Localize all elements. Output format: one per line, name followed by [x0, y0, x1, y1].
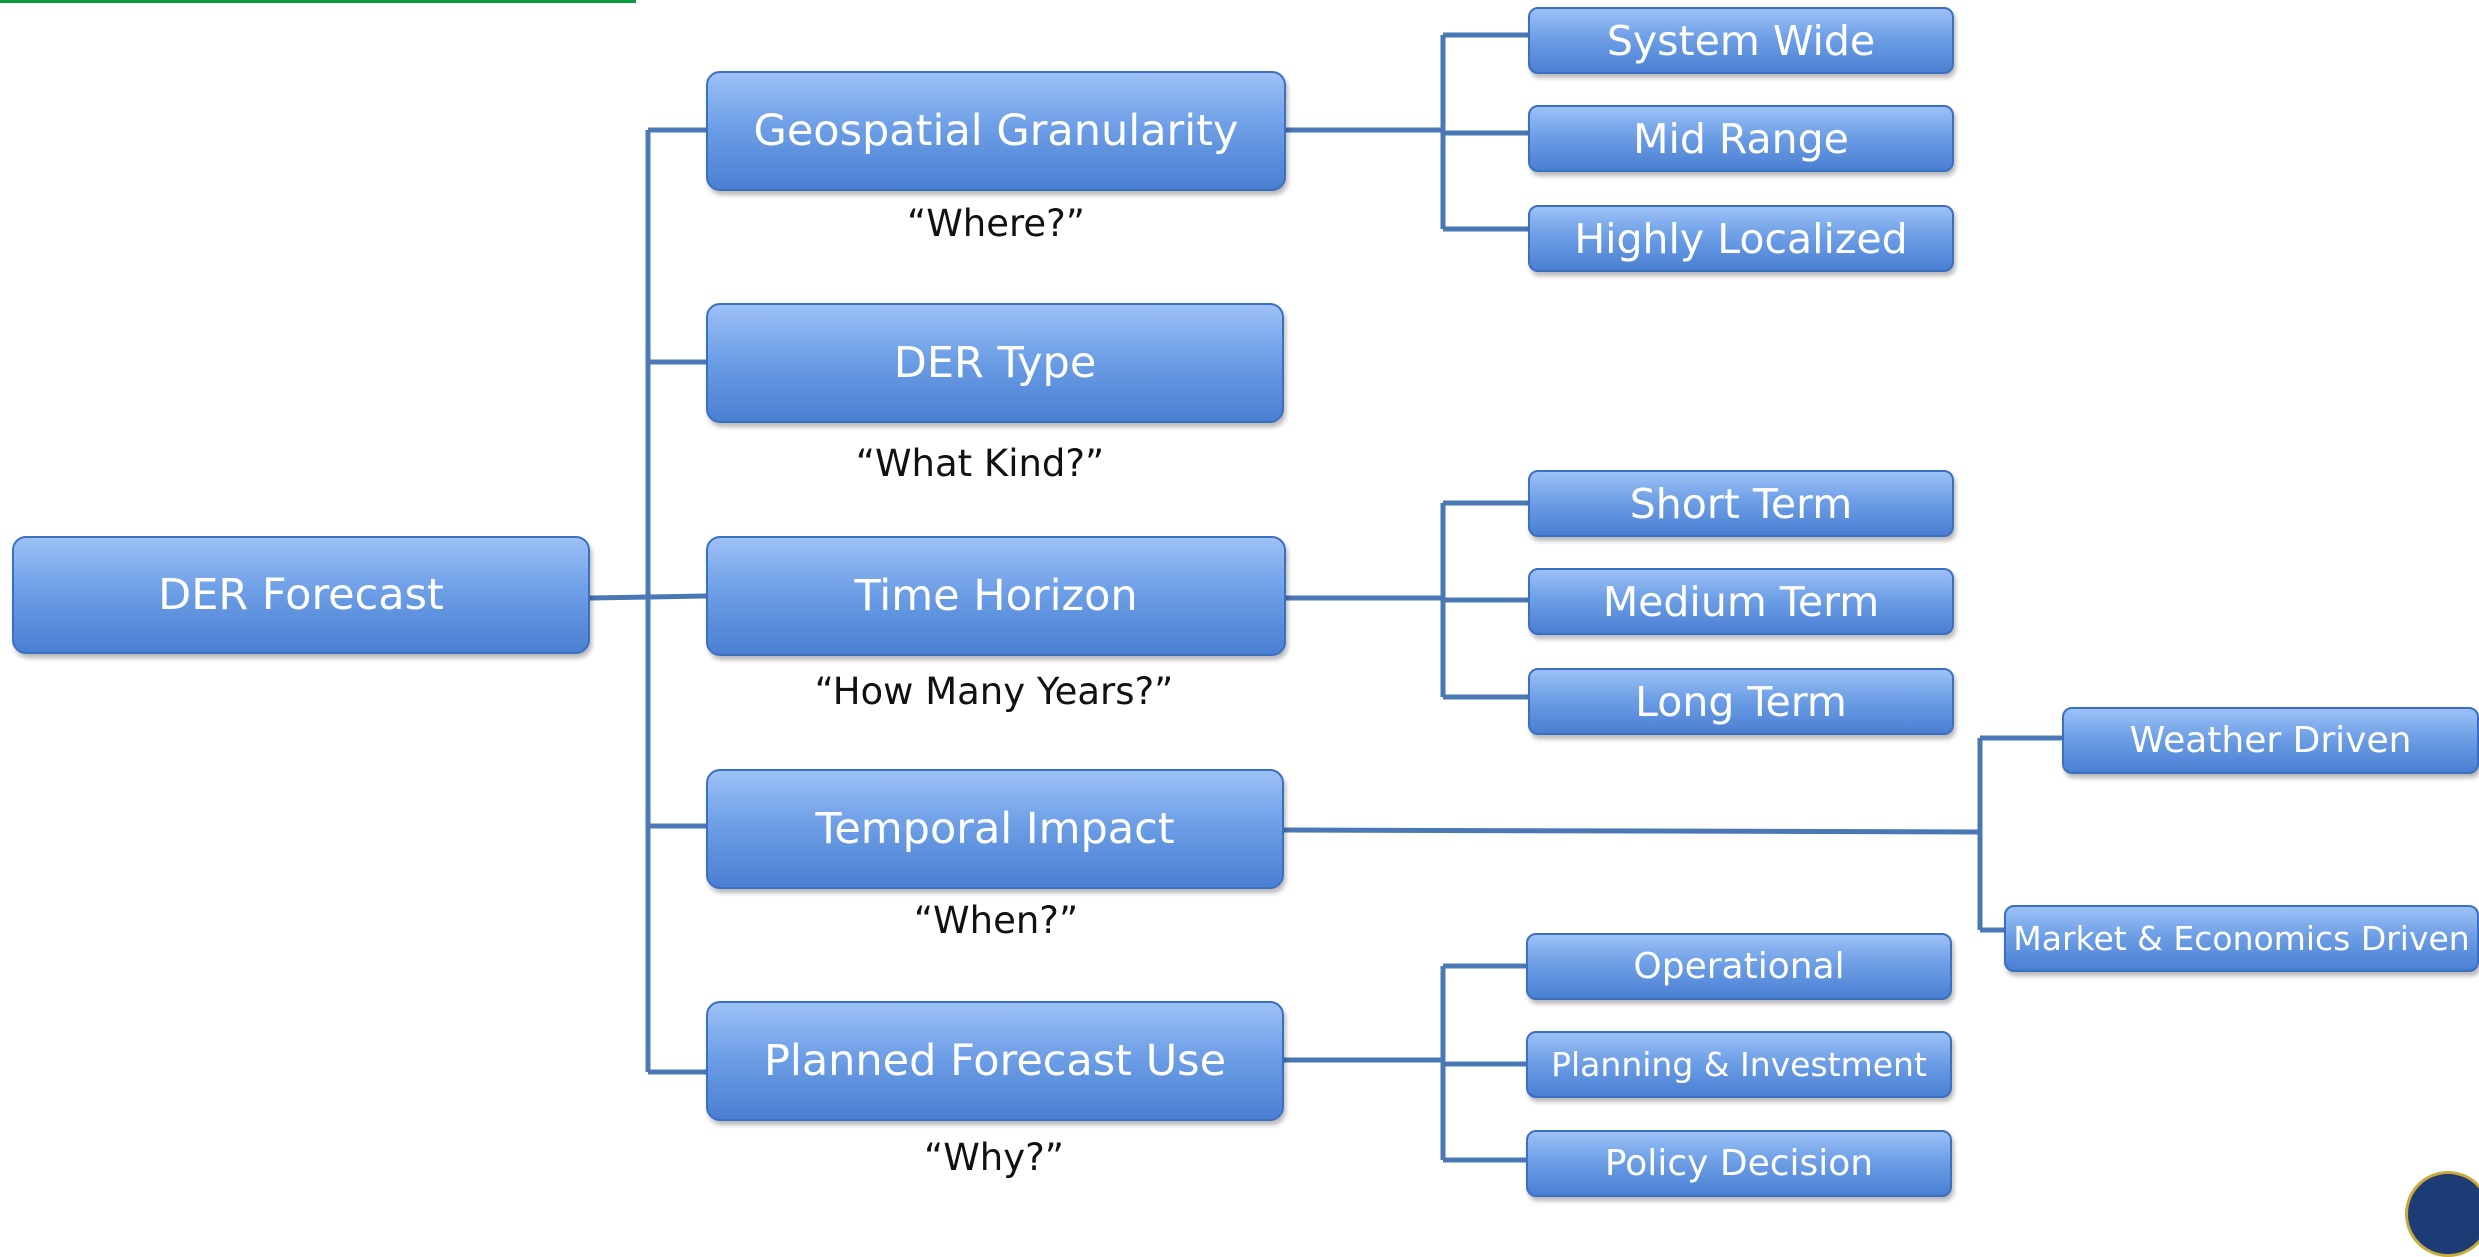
- root-node-label: DER Forecast: [158, 570, 444, 620]
- leaf-label: Policy Decision: [1604, 1143, 1874, 1184]
- leaf-label: Market & Economics Driven: [2013, 919, 2470, 958]
- leaf-short-term: Short Term: [1528, 470, 1954, 537]
- leaf-long-term: Long Term: [1528, 668, 1954, 735]
- leaf-mid-range: Mid Range: [1528, 105, 1954, 172]
- leaf-label: System Wide: [1606, 16, 1876, 65]
- category-label: Planned Forecast Use: [763, 1036, 1227, 1086]
- category-der-type: DER Type: [706, 303, 1284, 423]
- leaf-label: Medium Term: [1602, 577, 1880, 626]
- question-when: “When?”: [913, 899, 1079, 942]
- header-accent-line: [0, 0, 636, 3]
- leaf-weather-driven: Weather Driven: [2062, 707, 2479, 774]
- category-temporal-impact: Temporal Impact: [706, 769, 1284, 889]
- leaf-highly-localized: Highly Localized: [1528, 205, 1954, 272]
- leaf-label: Highly Localized: [1574, 214, 1908, 263]
- leaf-label: Short Term: [1629, 479, 1853, 528]
- leaf-planning-investment: Planning & Investment: [1526, 1031, 1952, 1098]
- leaf-label: Planning & Investment: [1551, 1045, 1927, 1084]
- leaf-system-wide: System Wide: [1528, 7, 1954, 74]
- leaf-market-economics-driven: Market & Economics Driven: [2004, 905, 2479, 972]
- category-time-horizon: Time Horizon: [706, 536, 1286, 656]
- leaf-label: Long Term: [1635, 677, 1847, 726]
- category-planned-forecast-use: Planned Forecast Use: [706, 1001, 1284, 1121]
- question-what-kind: “What Kind?”: [855, 442, 1105, 485]
- category-label: DER Type: [893, 338, 1097, 388]
- connector-lines: [589, 32, 2062, 1163]
- category-label: Temporal Impact: [815, 804, 1175, 854]
- question-how-many-years: “How Many Years?”: [814, 670, 1174, 713]
- agency-seal-icon: [2405, 1171, 2479, 1257]
- question-why: “Why?”: [924, 1136, 1064, 1179]
- category-label: Time Horizon: [854, 571, 1138, 621]
- leaf-medium-term: Medium Term: [1528, 568, 1954, 635]
- leaf-label: Operational: [1633, 946, 1845, 987]
- category-label: Geospatial Granularity: [753, 106, 1239, 156]
- leaf-label: Weather Driven: [2129, 720, 2412, 761]
- leaf-operational: Operational: [1526, 933, 1952, 1000]
- category-geospatial-granularity: Geospatial Granularity: [706, 71, 1286, 191]
- leaf-label: Mid Range: [1633, 114, 1849, 163]
- leaf-policy-decision: Policy Decision: [1526, 1130, 1952, 1197]
- question-where: “Where?”: [907, 202, 1085, 245]
- root-node: DER Forecast: [12, 536, 590, 654]
